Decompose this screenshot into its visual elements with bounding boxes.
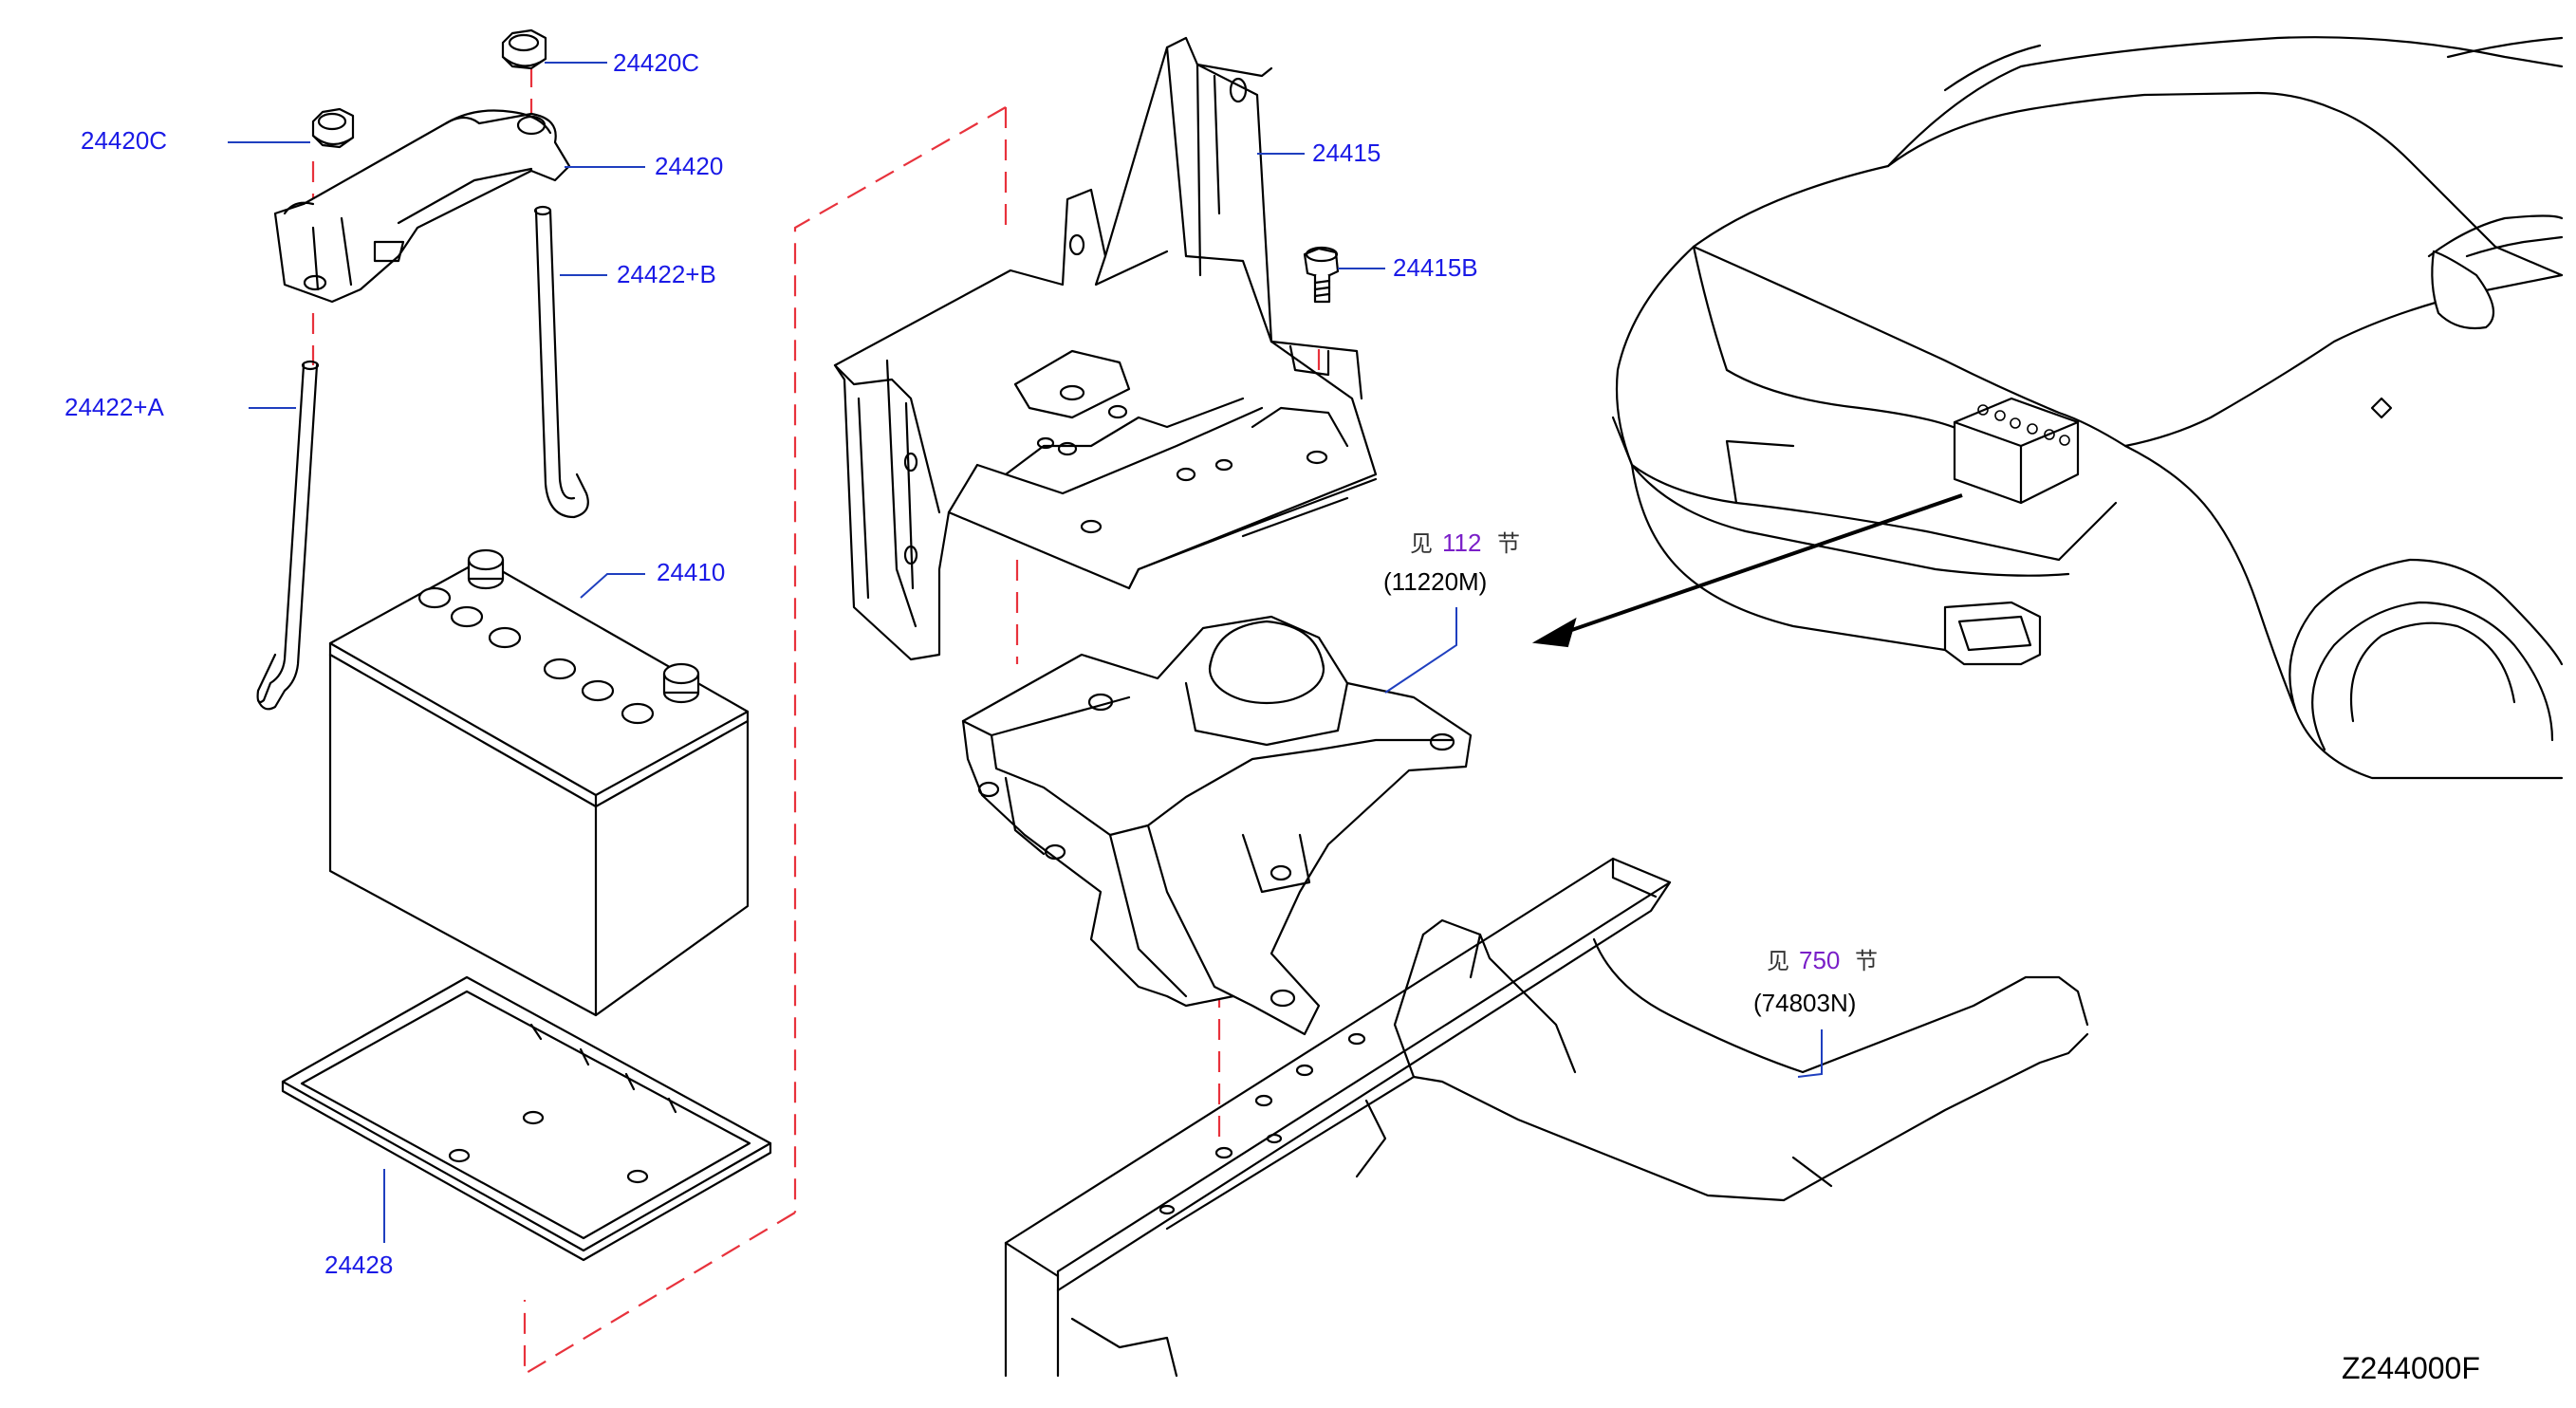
- battery-location-icon: [1953, 397, 2080, 505]
- section-unit: 节: [1497, 530, 1520, 557]
- nut-24420C-left: [311, 107, 355, 149]
- label-24415B: 24415B: [1393, 253, 1478, 282]
- battery-terminal-neg: [662, 662, 700, 704]
- section-reference-750: 见 750 节 (74803N): [1753, 946, 1878, 1017]
- see-text: 见: [1767, 948, 1789, 974]
- battery-bracket: [833, 36, 1378, 661]
- leader-lines: [228, 62, 1823, 1243]
- nut-24420C-top: [501, 28, 547, 70]
- battery-cell-caps: [417, 586, 655, 725]
- arrow-head-icon: [1531, 617, 1577, 648]
- reference-code: (74803N): [1753, 989, 1856, 1017]
- bolt-24415B: [1303, 246, 1340, 304]
- battery-terminal-pos: [467, 548, 505, 590]
- reference-code: (11220M): [1383, 567, 1487, 596]
- front-side-member: [1004, 857, 2089, 1378]
- battery-tray: [281, 975, 772, 1262]
- section-number[interactable]: 112: [1442, 528, 1481, 557]
- label-24420: 24420: [655, 152, 723, 180]
- part-labels: 24420C 24420C 24420 24415 24415B 24422+B…: [65, 48, 1478, 1279]
- j-bolt-24422B: [533, 205, 589, 519]
- label-24420C-top: 24420C: [613, 48, 699, 77]
- label-24422B: 24422+B: [617, 260, 716, 288]
- label-24428: 24428: [324, 1251, 393, 1279]
- section-unit: 节: [1855, 948, 1878, 974]
- hold-down-clamp: [273, 109, 571, 304]
- see-text: 见: [1410, 530, 1433, 557]
- label-24415: 24415: [1312, 139, 1381, 167]
- engine-mount-bracket: [961, 615, 1473, 1036]
- label-24420C-left: 24420C: [81, 126, 167, 155]
- label-24410: 24410: [657, 558, 725, 586]
- label-24422A: 24422+A: [65, 393, 164, 421]
- j-bolt-24422A: [256, 360, 320, 711]
- section-reference-112: 见 112 节 (11220M): [1383, 528, 1520, 596]
- vehicle-overview: [1531, 36, 2564, 780]
- location-arrow: [1560, 493, 1963, 636]
- diagram-code: Z244000F: [2342, 1351, 2480, 1385]
- battery: [328, 548, 750, 1017]
- section-number[interactable]: 750: [1799, 946, 1840, 974]
